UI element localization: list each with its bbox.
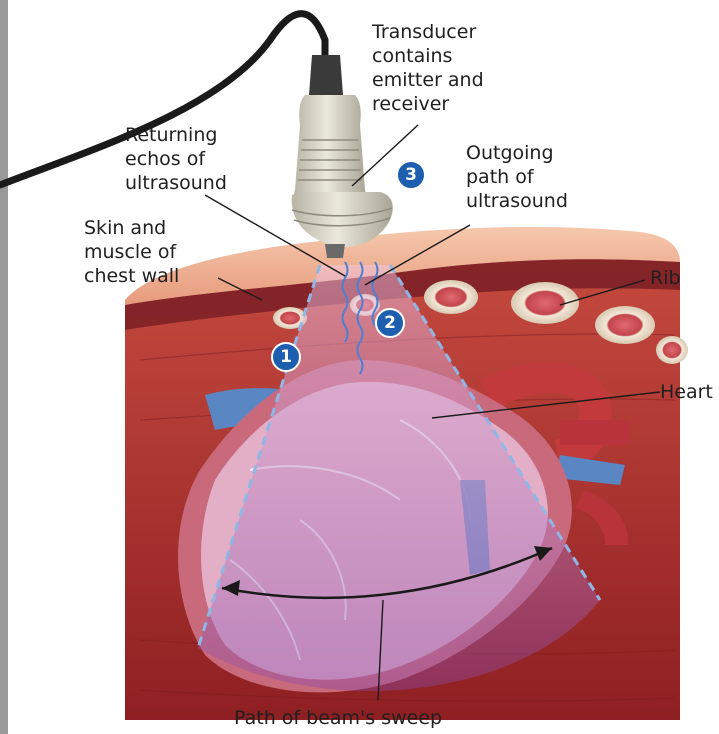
sweep-label-text: Path of beam's sweep bbox=[234, 706, 442, 730]
returning-label-line: ultrasound bbox=[125, 171, 227, 195]
skin-label-line: chest wall bbox=[84, 264, 179, 288]
rib-label-text: Rib bbox=[650, 266, 681, 290]
transducer-label-line: contains bbox=[372, 44, 484, 68]
rib-label: Rib bbox=[650, 266, 681, 290]
outgoing-path-label: Outgoing path of ultrasound bbox=[466, 141, 568, 213]
transducer-label: Transducer contains emitter and receiver bbox=[372, 20, 484, 116]
sweep-label: Path of beam's sweep bbox=[234, 706, 442, 730]
skin-label-line: Skin and bbox=[84, 216, 179, 240]
heart-label: Heart bbox=[660, 380, 713, 404]
transducer-label-line: emitter and bbox=[372, 68, 484, 92]
outgoing-label-line: Outgoing bbox=[466, 141, 568, 165]
returning-echos-label: Returning echos of ultrasound bbox=[125, 123, 227, 195]
step-1-badge: 1 bbox=[271, 342, 301, 372]
heart-label-text: Heart bbox=[660, 380, 713, 404]
returning-label-line: echos of bbox=[125, 147, 227, 171]
step-3-badge: 3 bbox=[396, 160, 426, 190]
step-2-badge: 2 bbox=[375, 308, 405, 338]
skin-muscle-label: Skin and muscle of chest wall bbox=[84, 216, 179, 288]
transducer-label-line: receiver bbox=[372, 92, 484, 116]
returning-label-line: Returning bbox=[125, 123, 227, 147]
outgoing-label-line: ultrasound bbox=[466, 189, 568, 213]
page-edge bbox=[0, 0, 8, 734]
outgoing-label-line: path of bbox=[466, 165, 568, 189]
transducer-label-line: Transducer bbox=[372, 20, 484, 44]
skin-label-line: muscle of bbox=[84, 240, 179, 264]
